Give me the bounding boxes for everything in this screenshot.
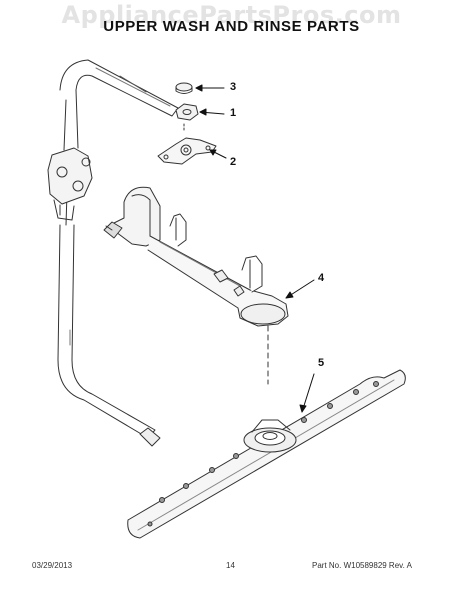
leader-lines bbox=[195, 87, 315, 413]
footer-page-number: 14 bbox=[226, 561, 235, 570]
supply-tube bbox=[47, 59, 179, 447]
footer-part-number: Part No. W10589829 Rev. A bbox=[312, 561, 412, 570]
callout-5: 5 bbox=[318, 357, 325, 369]
callout-2: 2 bbox=[230, 156, 237, 168]
callout-3: 3 bbox=[230, 81, 237, 93]
callout-4: 4 bbox=[318, 272, 325, 284]
watermark: AppliancePartsPros.com bbox=[61, 1, 402, 29]
leader-arrows bbox=[195, 84, 307, 413]
part-2-bracket bbox=[157, 137, 217, 165]
part-1-nut bbox=[175, 103, 199, 133]
part-5-spray-arm bbox=[127, 369, 406, 539]
part-4-manifold bbox=[103, 186, 289, 385]
part-3-cap bbox=[175, 82, 193, 94]
footer-date: 03/29/2013 bbox=[32, 561, 73, 570]
callout-1: 1 bbox=[230, 107, 237, 119]
page-title: UPPER WASH AND RINSE PARTS bbox=[103, 18, 360, 35]
